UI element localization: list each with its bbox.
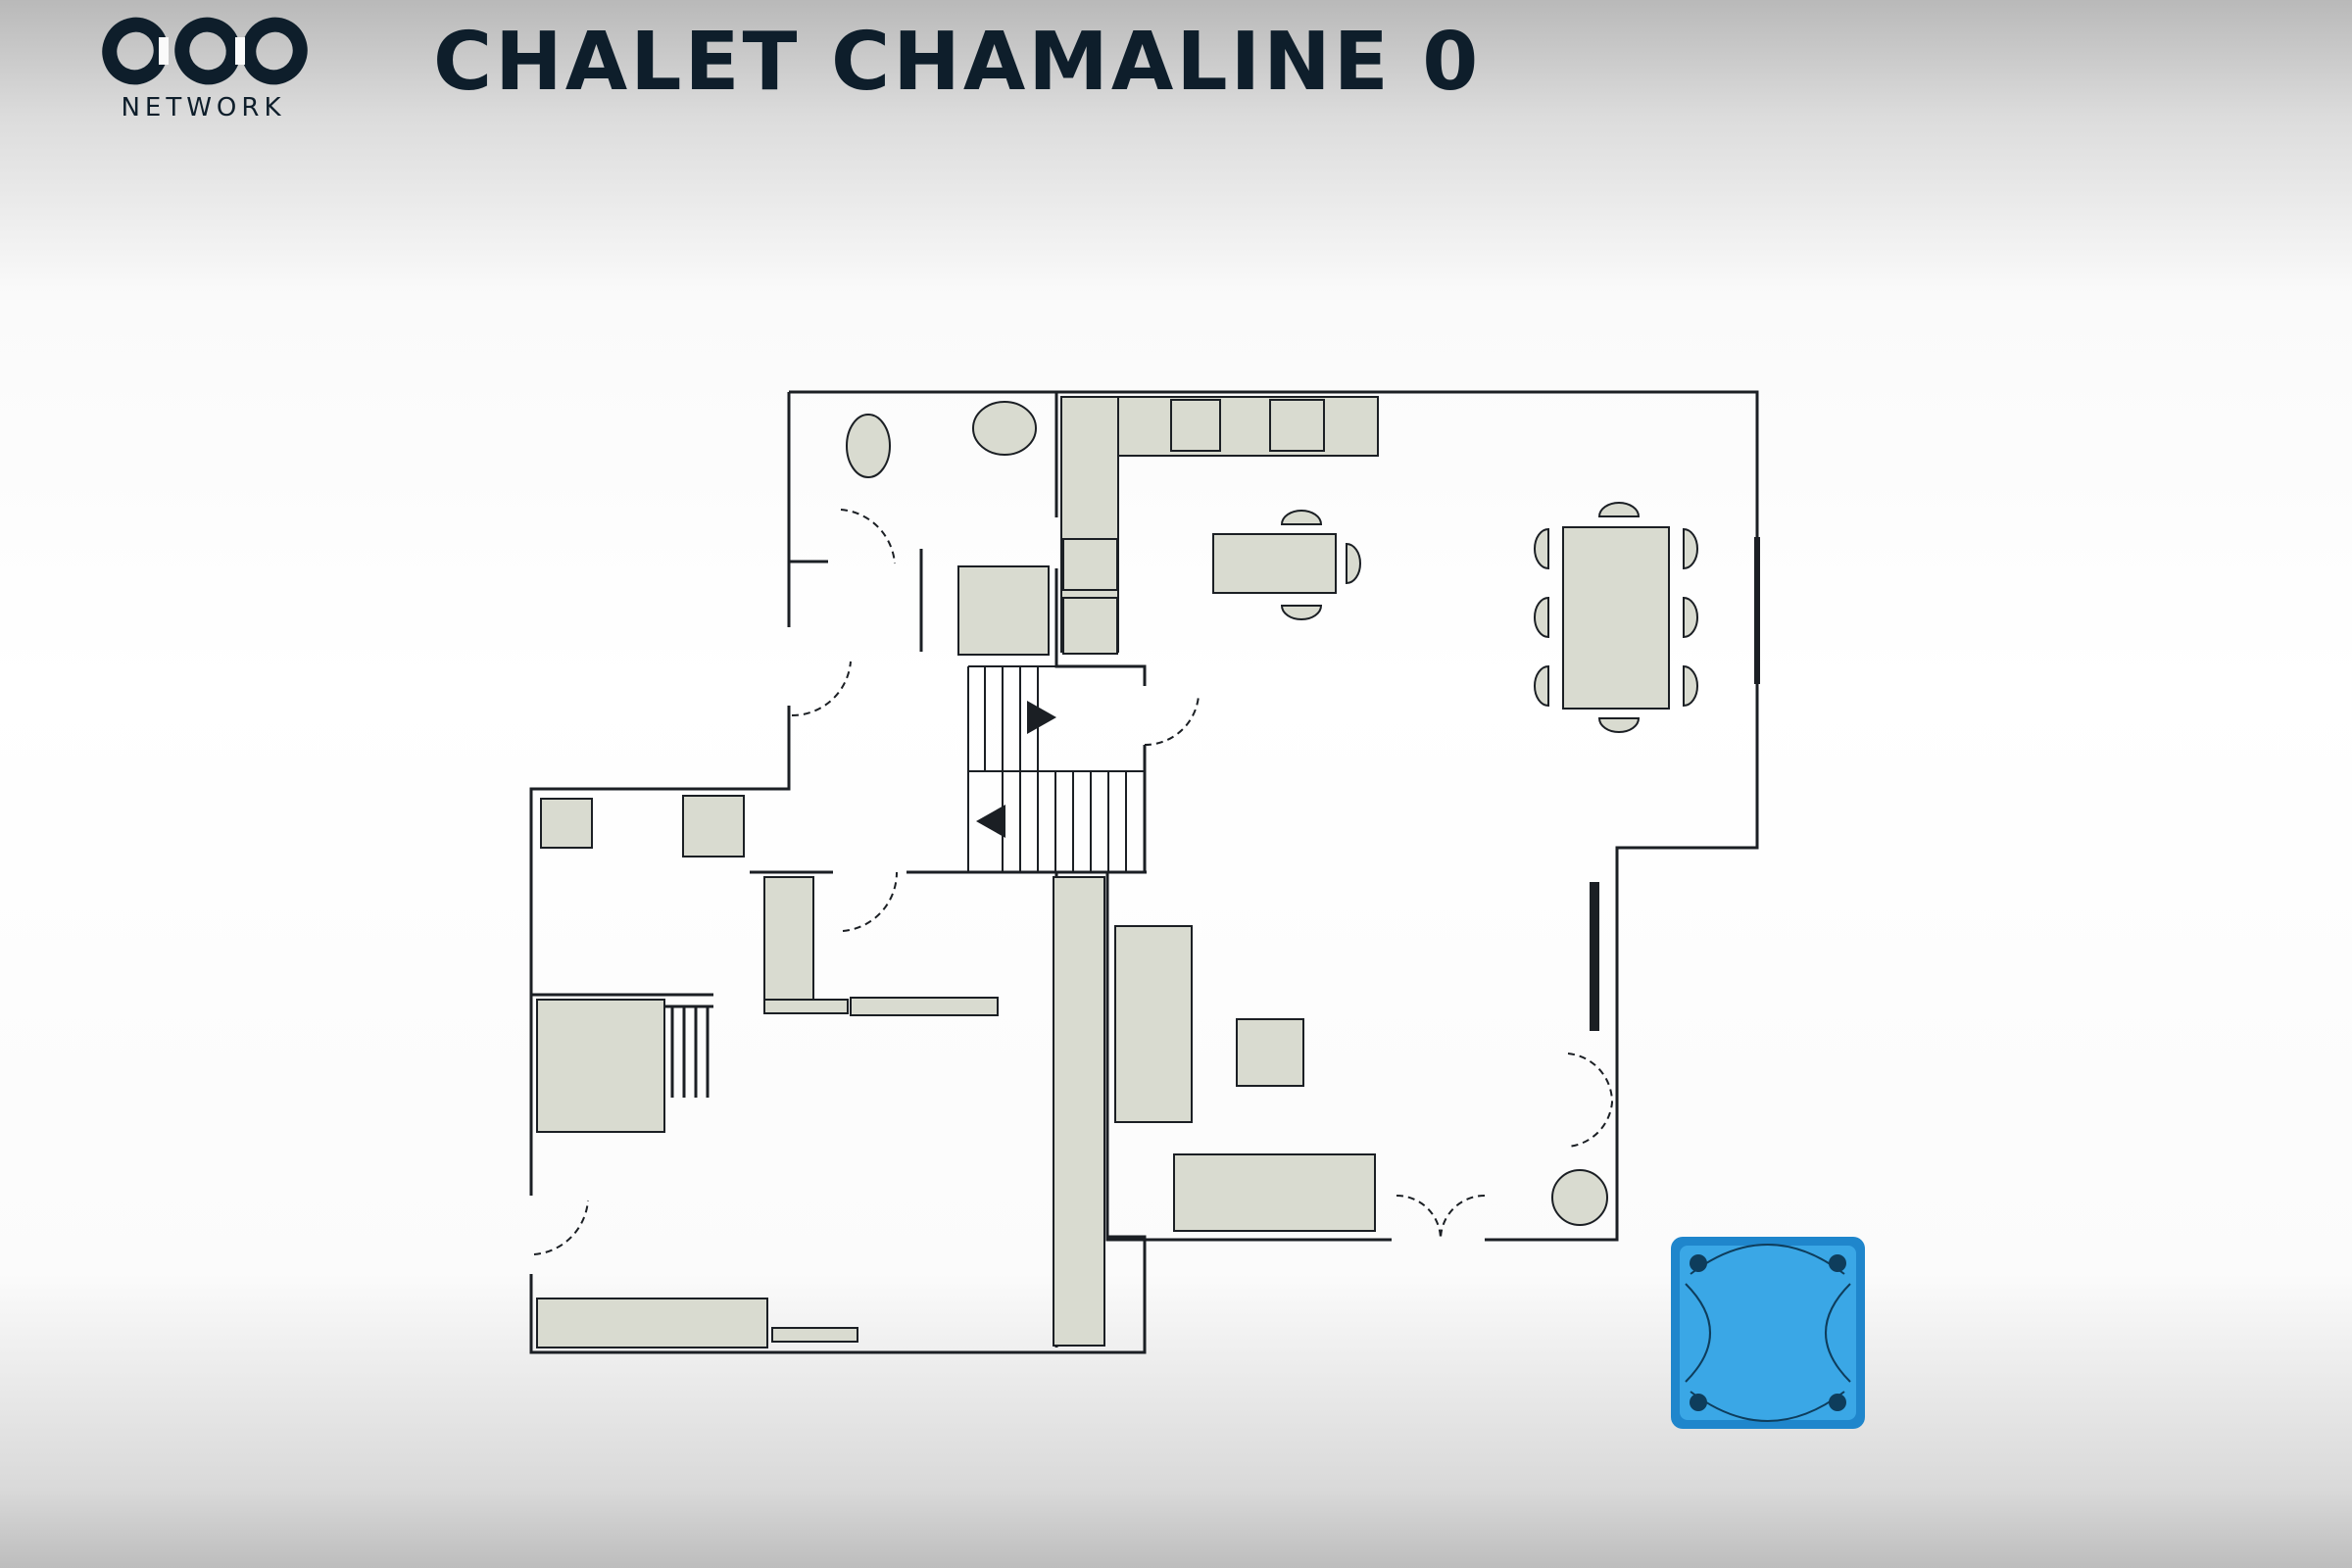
stairs-arrow-icon (1027, 701, 1056, 734)
toilet-icon (846, 414, 891, 478)
shower-icon (957, 565, 1050, 656)
radiator-icon (763, 999, 849, 1014)
fridge-icon (1062, 538, 1118, 591)
cooktop-icon (1269, 399, 1325, 452)
chair (1597, 717, 1641, 733)
washing-machine-icon (682, 795, 745, 858)
spa-icon (1671, 1237, 1865, 1429)
ski-rack-icon (664, 1004, 713, 1098)
kitchen-counter-top (1117, 396, 1379, 457)
chair (1534, 664, 1549, 708)
sofa-bottom (1173, 1153, 1376, 1232)
stairs-arrow-icon (976, 805, 1005, 838)
ski-room-bench (536, 1298, 768, 1348)
chair (1280, 510, 1323, 525)
window (1754, 537, 1760, 684)
chair (1346, 542, 1361, 585)
stairs (967, 665, 1145, 872)
chair (1683, 664, 1698, 708)
ski-room-counter (536, 999, 665, 1133)
dining-table (1562, 526, 1670, 710)
chair (1683, 596, 1698, 639)
chair (1534, 527, 1549, 570)
radiator-icon (771, 1327, 858, 1343)
stove-icon (1551, 1169, 1608, 1226)
chair (1534, 596, 1549, 639)
door-swings (533, 509, 1614, 1255)
logo-text: NETWORK (121, 93, 286, 122)
boot-dryer-icon (850, 997, 999, 1016)
logo-mark (102, 17, 308, 85)
page-title: CHALET CHAMALINE 0 (433, 16, 1482, 109)
chair (1280, 605, 1323, 620)
tv-icon (1590, 882, 1599, 1031)
chair (1683, 527, 1698, 570)
entry-storage (763, 876, 814, 1001)
washbasin-icon (972, 401, 1037, 456)
hall-storage (1053, 876, 1105, 1347)
chair (1597, 502, 1641, 517)
kitchen-island (1212, 533, 1337, 594)
brand-logo[interactable]: NETWORK (98, 10, 323, 122)
coffee-table (1236, 1018, 1304, 1087)
sofa-left (1114, 925, 1193, 1123)
outer-walls (529, 390, 1759, 1354)
oven-icon (1062, 597, 1118, 655)
utility-sink (540, 798, 593, 849)
sink-icon (1170, 399, 1221, 452)
